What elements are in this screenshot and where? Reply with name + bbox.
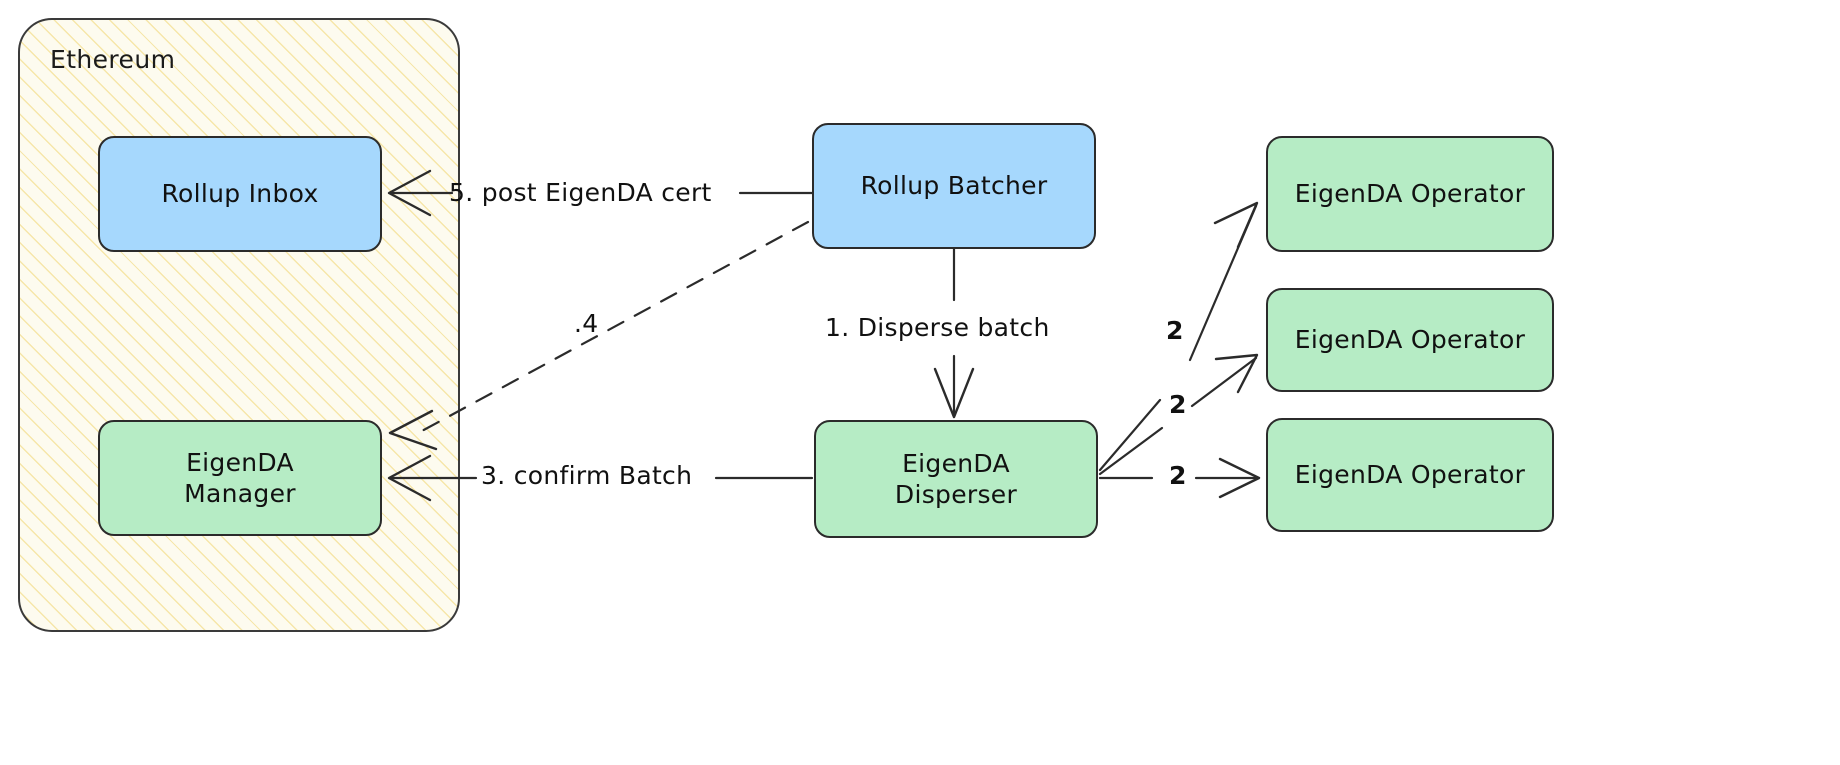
node-eigenda-operator-3[interactable]: EigenDA Operator (1266, 418, 1554, 532)
node-rollup-batcher[interactable]: Rollup Batcher (812, 123, 1096, 249)
subgraph-ethereum (18, 18, 460, 632)
node-eigenda-operator-1[interactable]: EigenDA Operator (1266, 136, 1554, 252)
node-eigenda-manager[interactable]: EigenDA Manager (98, 420, 382, 536)
edge-label-step-4: .4 (574, 309, 599, 338)
edge-label-post-eigenda-cert: 5. post EigenDA cert (449, 178, 712, 207)
edge-label-disperse-batch: 1. Disperse batch (825, 313, 1050, 342)
subgraph-ethereum-label: Ethereum (50, 45, 176, 74)
node-rollup-inbox[interactable]: Rollup Inbox (98, 136, 382, 252)
node-eigenda-disperser[interactable]: EigenDA Disperser (814, 420, 1098, 538)
edge-label-to-operator-3: 2 (1169, 461, 1187, 490)
edge-label-to-operator-1: 2 (1166, 316, 1184, 345)
edge-label-to-operator-2: 2 (1169, 390, 1187, 419)
edge-label-confirm-batch: 3. confirm Batch (481, 461, 693, 490)
node-eigenda-operator-2[interactable]: EigenDA Operator (1266, 288, 1554, 392)
